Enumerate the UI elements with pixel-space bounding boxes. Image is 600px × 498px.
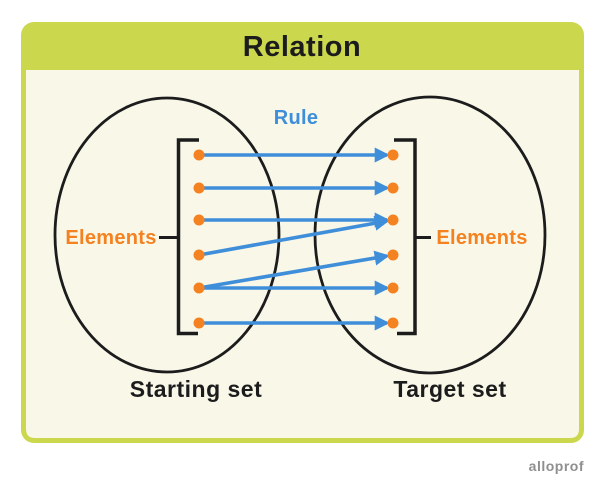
- element-dot: [193, 149, 205, 161]
- relation-arrow: [198, 215, 390, 257]
- element-dot: [387, 214, 399, 226]
- relation-arrow: [198, 250, 390, 290]
- element-dot: [193, 214, 205, 226]
- element-dot: [387, 317, 399, 329]
- rule-label: Rule: [274, 107, 319, 129]
- diagram-title: Relation: [243, 31, 361, 63]
- element-dot: [387, 149, 399, 161]
- left-bracket: [176, 138, 199, 336]
- elements-label-left: Elements: [65, 227, 156, 249]
- element-dot: [193, 282, 205, 294]
- element-dot: [193, 249, 205, 261]
- element-dot: [387, 282, 399, 294]
- alloprof-watermark: alloprof: [529, 458, 584, 474]
- starting-set-label: Starting set: [130, 376, 263, 402]
- starting-set-ellipse: [53, 96, 281, 374]
- card-panel: [26, 70, 579, 438]
- target-set-dots: [387, 149, 399, 329]
- starting-set-dots: [193, 149, 205, 329]
- elements-label-right: Elements: [436, 227, 527, 249]
- element-dot: [193, 182, 205, 194]
- relation-arrows: [198, 147, 390, 331]
- element-dot: [387, 182, 399, 194]
- element-dot: [193, 317, 205, 329]
- target-set-label: Target set: [393, 376, 506, 402]
- element-dot: [387, 249, 399, 261]
